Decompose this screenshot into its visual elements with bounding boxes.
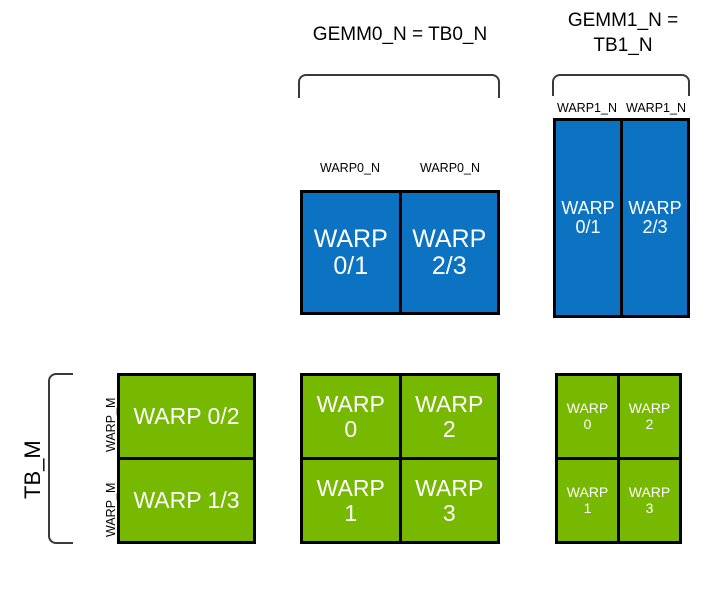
green-center-cell-3[interactable]: WARP 3: [401, 460, 497, 541]
green-left-cell-0[interactable]: WARP 0/2: [120, 376, 253, 457]
warp-m-label-top: WARP_M: [104, 397, 118, 452]
green-center-cell-0[interactable]: WARP 0: [303, 376, 399, 457]
green-right-cell-3[interactable]: WARP 3: [620, 460, 679, 541]
tb-m-label: TB_M: [20, 440, 45, 499]
gemm1-title: GEMM1_N = TB1_N: [567, 10, 679, 56]
green-group-center: WARP 0 WARP 2 WARP 1 WARP 3: [300, 373, 500, 544]
green-right-cell-2[interactable]: WARP 1: [558, 460, 617, 541]
blue-center-cell-0[interactable]: WARP 0/1: [303, 193, 399, 312]
blue-group-center: WARP 0/1 WARP 2/3: [300, 190, 500, 315]
blue-right-cell-0[interactable]: WARP 0/1: [556, 121, 620, 315]
green-center-cell-1[interactable]: WARP 2: [401, 376, 497, 457]
green-group-right: WARP 0 WARP 2 WARP 1 WARP 3: [555, 373, 682, 544]
warp0-n-label-right: WARP0_N: [420, 161, 480, 175]
green-right-cell-0[interactable]: WARP 0: [558, 376, 617, 457]
warp-m-label-bottom: WARP_M: [104, 482, 118, 537]
gemm0-span-bracket: [298, 74, 500, 98]
tb-m-bracket: [48, 373, 73, 544]
warp1-n-label-left: WARP1_N: [557, 101, 617, 115]
blue-center-cell-1[interactable]: WARP 2/3: [401, 193, 497, 312]
blue-group-right: WARP 0/1 WARP 2/3: [553, 118, 690, 318]
gemm0-title: GEMM0_N = TB0_N: [312, 24, 488, 45]
gemm1-span-bracket: [552, 74, 690, 96]
green-center-cell-2[interactable]: WARP 1: [303, 460, 399, 541]
warp1-n-label-right: WARP1_N: [626, 101, 686, 115]
blue-right-cell-1[interactable]: WARP 2/3: [623, 121, 687, 315]
warp0-n-label-left: WARP0_N: [320, 161, 380, 175]
green-left-cell-1[interactable]: WARP 1/3: [120, 460, 253, 541]
green-group-left: WARP 0/2 WARP 1/3: [117, 373, 256, 544]
green-right-cell-1[interactable]: WARP 2: [620, 376, 679, 457]
